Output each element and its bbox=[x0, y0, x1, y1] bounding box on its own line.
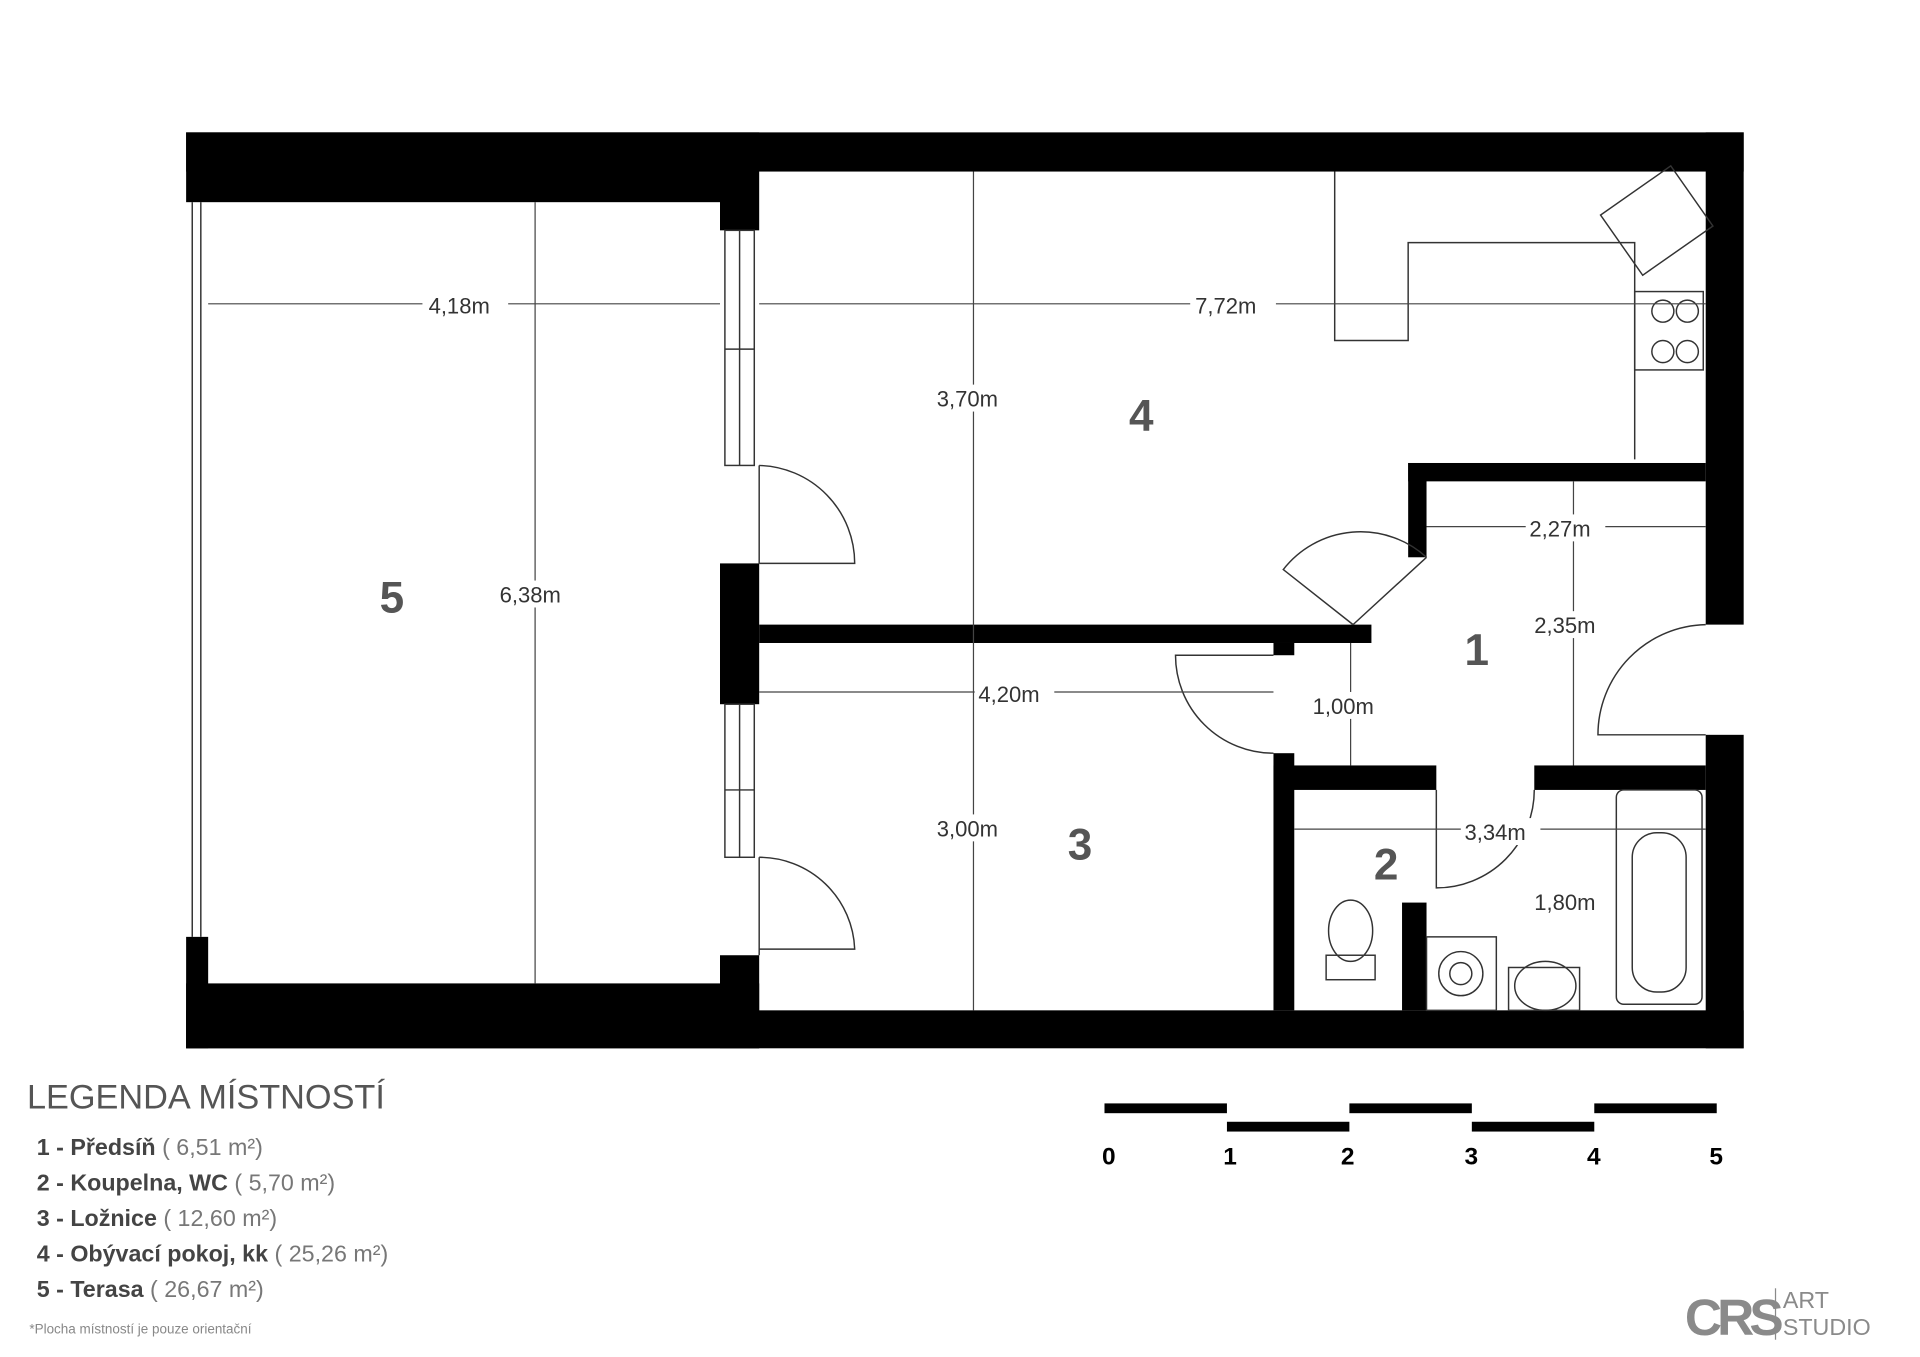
dim-living-width: 7,72m bbox=[1195, 294, 1256, 319]
scale-label: 3 bbox=[1464, 1144, 1478, 1171]
dim-hall-passage: 1,00m bbox=[1313, 694, 1374, 719]
room-number-3: 3 bbox=[1068, 821, 1093, 870]
scale-bar: 0 1 2 3 4 5 bbox=[1102, 1103, 1723, 1171]
doors bbox=[758, 464, 1706, 956]
scale-label: 0 bbox=[1102, 1144, 1116, 1171]
legend-note: *Plocha místností je pouze orientační bbox=[29, 1322, 251, 1337]
fixtures bbox=[1325, 164, 1714, 1012]
legend: LEGENDA MÍSTNOSTÍ 1 - Předsíň ( 6,51 m²)… bbox=[27, 1077, 388, 1336]
legend-item: 2 - Koupelna, WC ( 5,70 m²) bbox=[37, 1169, 335, 1195]
dim-bedroom-height: 3,00m bbox=[937, 816, 998, 841]
dim-hall-width: 2,27m bbox=[1529, 516, 1590, 541]
room-number-5: 5 bbox=[380, 573, 405, 622]
washbasin-icon bbox=[1513, 960, 1577, 1012]
dim-bedroom-width: 4,20m bbox=[978, 682, 1039, 707]
dim-hall-height: 2,35m bbox=[1534, 613, 1595, 638]
legend-title: LEGENDA MÍSTNOSTÍ bbox=[27, 1077, 385, 1116]
legend-item: 1 - Předsíň ( 6,51 m²) bbox=[37, 1134, 263, 1160]
scale-label: 4 bbox=[1587, 1144, 1601, 1171]
logo-line1: ART bbox=[1783, 1287, 1829, 1313]
dim-terrace-height: 6,38m bbox=[500, 583, 561, 608]
dim-bath-height: 1,80m bbox=[1534, 890, 1595, 915]
room-number-2: 2 bbox=[1374, 840, 1399, 889]
walls bbox=[186, 132, 1744, 1049]
crs-art-studio-logo: CRS ART STUDIO bbox=[1685, 1287, 1871, 1346]
scale-label: 2 bbox=[1341, 1144, 1355, 1171]
dimension-labels: 4,18m 6,38m 7,72m 3,70m 2,27m 2,35m 1,00… bbox=[422, 291, 1611, 915]
legend-item: 5 - Terasa ( 26,67 m²) bbox=[37, 1276, 264, 1302]
stove-icon bbox=[1633, 290, 1704, 371]
sink-icon bbox=[1599, 164, 1714, 277]
windows bbox=[191, 202, 756, 937]
washing-machine-icon bbox=[1425, 936, 1498, 1012]
scale-label: 5 bbox=[1709, 1144, 1723, 1171]
toilet-icon bbox=[1325, 954, 1376, 981]
room-numbers: 1 2 3 4 5 bbox=[380, 392, 1489, 889]
dim-bath-width: 3,34m bbox=[1464, 820, 1525, 845]
dim-terrace-width: 4,18m bbox=[429, 294, 490, 319]
legend-item: 3 - Ložnice ( 12,60 m²) bbox=[37, 1205, 277, 1231]
logo-line2: STUDIO bbox=[1783, 1314, 1871, 1340]
bathtub-icon bbox=[1615, 789, 1703, 1005]
legend-item: 4 - Obývací pokoj, kk ( 25,26 m²) bbox=[37, 1240, 388, 1266]
dim-living-height: 3,70m bbox=[937, 387, 998, 412]
room-number-1: 1 bbox=[1464, 626, 1489, 675]
scale-label: 1 bbox=[1223, 1144, 1237, 1171]
room-number-4: 4 bbox=[1129, 392, 1154, 441]
logo-mark: CRS bbox=[1685, 1288, 1782, 1346]
